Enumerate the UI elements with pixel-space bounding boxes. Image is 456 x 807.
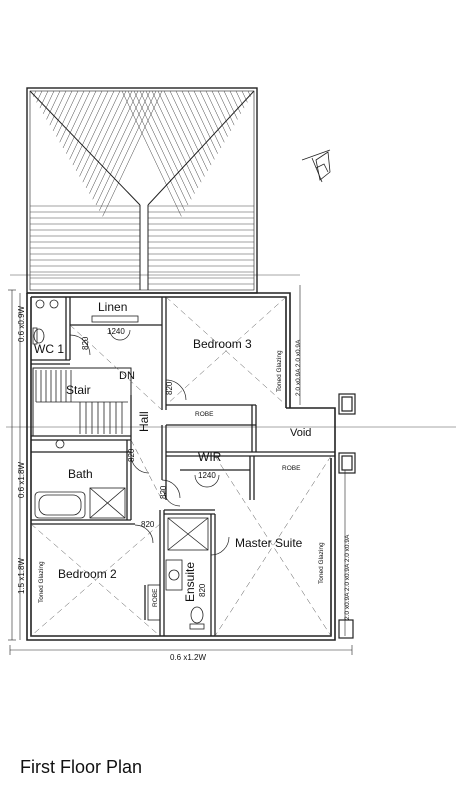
roof-area	[26, 87, 258, 294]
door-820-ensuite: 820	[198, 583, 207, 597]
north-arrow-icon	[301, 149, 331, 183]
void-posts	[338, 393, 356, 639]
fixtures	[32, 299, 209, 630]
bedroom3-label: Bedroom 3	[193, 337, 252, 351]
door-820-bed3: 820	[165, 381, 174, 395]
plan-title: First Floor Plan	[20, 757, 143, 777]
robe-label-bedroom2: ROBE	[152, 588, 159, 607]
outer-walls	[26, 292, 336, 641]
bath-label: Bath	[68, 467, 93, 481]
linen-label: Linen	[98, 300, 127, 314]
toned-glazing-bed3: Toned Glazing	[276, 350, 283, 392]
stair-label: Stair	[66, 383, 91, 397]
robe-label-master: ROBE	[282, 465, 301, 472]
bedroom2-label: Bedroom 2	[58, 567, 117, 581]
toned-glazing-bed2: Toned Glazing	[38, 561, 45, 603]
master-suite-label: Master Suite	[235, 536, 303, 550]
window-bed2-label: 1.5 x1.8W	[17, 558, 26, 594]
linen-dimension: 1240	[107, 327, 125, 336]
door-820-bed2: 820	[141, 520, 155, 529]
wir-dimension: 1240	[198, 471, 216, 480]
door-820-wir: 820	[159, 485, 168, 499]
void-label: Void	[290, 427, 311, 439]
wir-label: WIR	[198, 450, 222, 464]
window-bottom-label: 0.6 x1.2W	[170, 653, 206, 662]
robe-label-bedroom3: ROBE	[195, 411, 214, 418]
window-master-label: 2.0 x0.9A 2.0 x0.9A 2.0 x0.9A	[344, 534, 351, 620]
window-bed3-label: 2.0 x0.9A 2.0 x0.9A	[295, 339, 302, 396]
wc1-label: WC 1	[34, 342, 64, 356]
interior-walls	[31, 297, 335, 636]
window-bath-label: 0.6 x1.8W	[17, 462, 26, 498]
window-wc-label: 0.6 x0.9W	[17, 306, 26, 342]
hall-label: Hall	[137, 411, 151, 432]
dimension-lines	[6, 274, 456, 655]
door-820-wc: 820	[81, 336, 90, 350]
room-diagonals	[30, 296, 332, 637]
doors	[69, 329, 230, 556]
stair-treads	[35, 370, 128, 434]
ensuite-label: Ensuite	[183, 562, 197, 602]
door-820-bath: 820	[127, 448, 136, 462]
dn-label: DN	[119, 370, 135, 382]
toned-glazing-master: Toned Glazing	[318, 542, 325, 584]
